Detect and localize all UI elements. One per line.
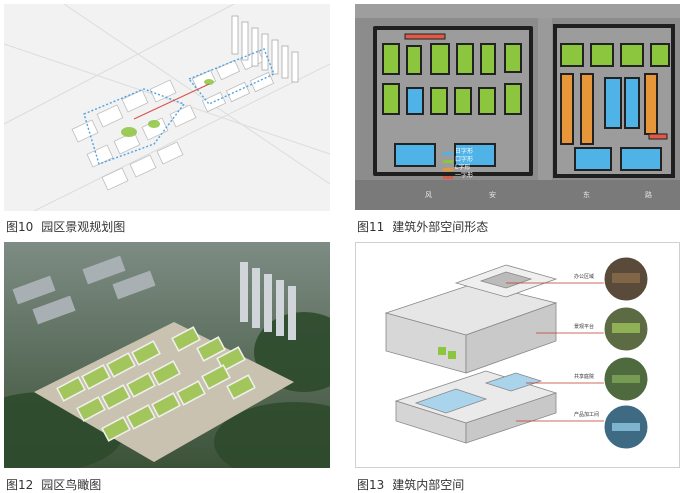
street-char-3: 东 [583,191,590,199]
figure-11-external-form: 日字形 口字形 L字形 一字形 风 安 东 路 [355,4,680,210]
fig13-label-shared-courtyard: 共享庭院 [574,374,595,380]
legend-item-1: 日字形 [455,148,474,155]
legend-swatches [443,152,453,179]
figure-number: 图11 [357,220,385,234]
street-char-2: 安 [489,191,496,199]
figure-number: 图10 [6,220,34,234]
landscape-plan-drawing [4,4,330,211]
legend-item-3: L字形 [455,164,471,171]
figure-title: 建筑内部空间 [392,478,465,492]
figure-12-aerial-view [4,242,330,468]
legend-item-2: 口字形 [455,156,474,163]
street-char-4: 路 [645,191,652,199]
legend-item-4: 一字形 [455,172,474,179]
figure-10-landscape-plan [4,4,330,211]
figure-title: 建筑外部空间形态 [392,220,489,234]
fig13-label-processing-room: 产品加工间 [574,412,600,418]
fig13-label-office: 办公区域 [574,274,595,280]
figure-12-caption: 图12 园区鸟瞰图 [6,476,101,493]
figure-title: 园区景观规划图 [41,220,126,234]
figure-10-caption: 图10 园区景观规划图 [6,218,125,235]
figure-13-caption: 图13 建筑内部空间 [357,476,464,493]
aerial-photo [4,242,330,468]
street-char-1: 风 [425,191,432,199]
figure-title: 园区鸟瞰图 [41,478,102,492]
figure-number: 图12 [6,478,34,492]
external-form-plan [355,4,680,210]
figure-number: 图13 [357,478,385,492]
figure-13-internal-space: 办公区域 景观平台 共享庭院 产品加工间 [355,242,680,468]
internal-space-diagram [384,256,649,450]
fig11-legend: 日字形 口字形 L字形 一字形 [455,148,473,180]
figure-11-caption: 图11 建筑外部空间形态 [357,218,488,235]
fig13-label-landscape-platform: 景观平台 [574,324,595,330]
